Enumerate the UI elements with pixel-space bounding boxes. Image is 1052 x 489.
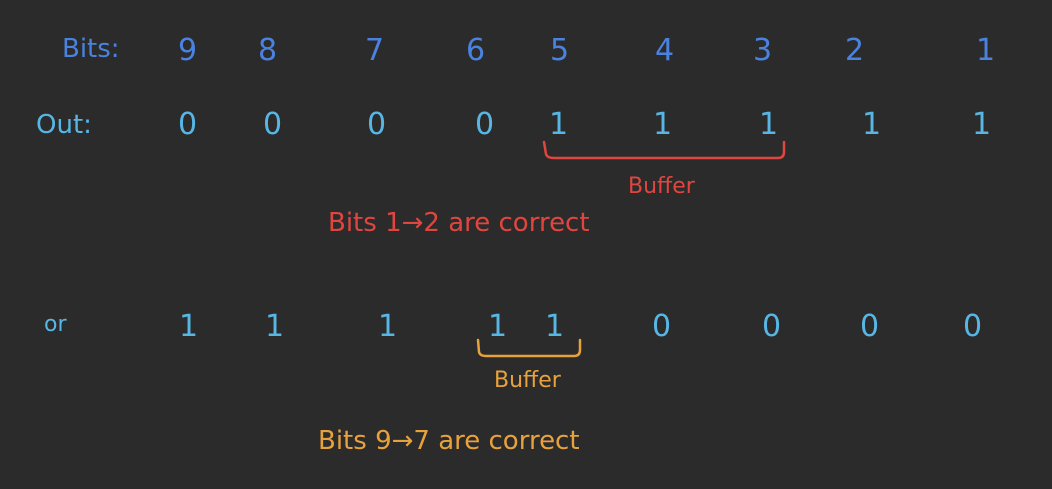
alt-bit-4: 0 <box>652 309 672 344</box>
alt-bit-5: 1 <box>545 309 565 344</box>
bit-position-1: 1 <box>976 33 996 68</box>
alt-bit-9: 1 <box>179 309 199 344</box>
buffer-label-orange: Buffer <box>494 368 561 393</box>
bits-label: Bits: <box>62 34 120 64</box>
out-bit-7: 0 <box>367 107 387 142</box>
bit-position-8: 8 <box>258 33 278 68</box>
out-bit-5: 1 <box>549 107 569 142</box>
alt-bit-6: 1 <box>488 309 508 344</box>
buffer-bracket-red <box>542 140 786 160</box>
case1-note: Bits 1→2 are correct <box>328 208 590 238</box>
buffer-bracket-orange <box>476 338 582 358</box>
out-bit-4: 1 <box>653 107 673 142</box>
or-label: or <box>44 312 67 337</box>
bit-position-2: 2 <box>845 33 865 68</box>
buffer-label-red: Buffer <box>628 174 695 199</box>
out-bit-8: 0 <box>263 107 283 142</box>
out-bit-9: 0 <box>178 107 198 142</box>
bit-position-9: 9 <box>178 33 198 68</box>
out-bit-3: 1 <box>759 107 779 142</box>
out-bit-1: 1 <box>972 107 992 142</box>
out-label: Out: <box>36 110 92 140</box>
case2-note: Bits 9→7 are correct <box>318 426 580 456</box>
alt-bit-3: 0 <box>762 309 782 344</box>
out-bit-6: 0 <box>475 107 495 142</box>
bit-position-5: 5 <box>550 33 570 68</box>
out-bit-2: 1 <box>862 107 882 142</box>
alt-bit-8: 1 <box>265 309 285 344</box>
bit-position-4: 4 <box>655 33 675 68</box>
alt-bit-7: 1 <box>378 309 398 344</box>
bit-position-7: 7 <box>365 33 385 68</box>
alt-bit-2: 0 <box>860 309 880 344</box>
alt-bit-1: 0 <box>963 309 983 344</box>
bit-position-3: 3 <box>753 33 773 68</box>
bit-position-6: 6 <box>466 33 486 68</box>
